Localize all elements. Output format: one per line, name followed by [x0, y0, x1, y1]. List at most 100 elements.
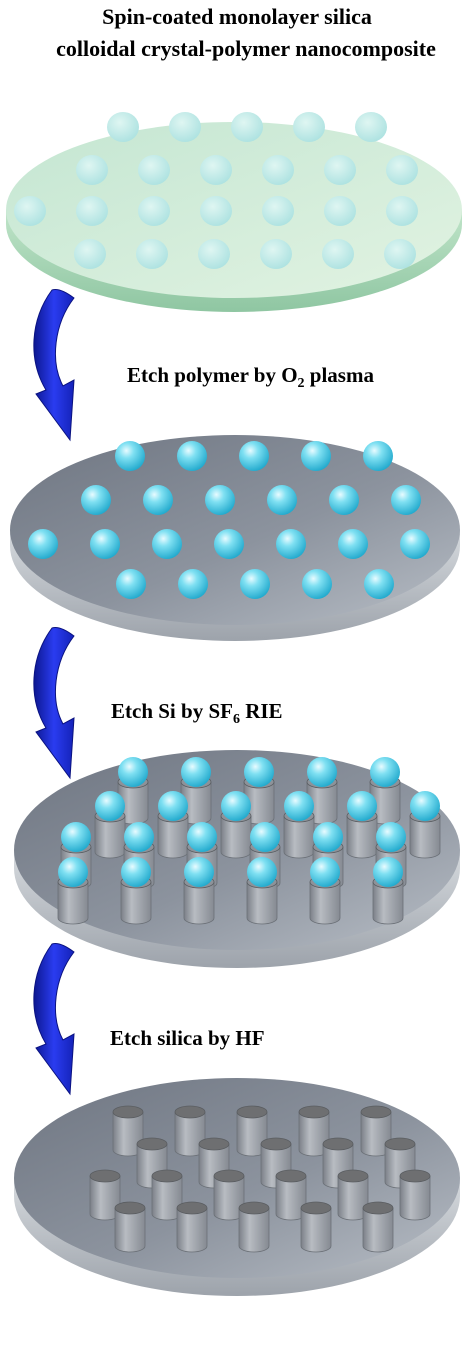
embedded-silica-sphere: [76, 196, 108, 226]
step-3-label: Etch silica by HF: [110, 1026, 265, 1050]
embedded-silica-sphere: [138, 196, 170, 226]
capped-pillar: [183, 857, 215, 925]
capped-pillar: [220, 791, 252, 859]
silica-sphere-cap: [184, 857, 214, 887]
embedded-silica-sphere: [384, 239, 416, 269]
pillar-body: [399, 1175, 431, 1221]
stage-1-nanocomposite-film: [6, 112, 462, 312]
capped-pillar: [120, 857, 152, 925]
embedded-silica-sphere: [386, 196, 418, 226]
curved-arrow-icon: [33, 627, 75, 780]
pillar-top: [322, 1137, 354, 1151]
embedded-silica-sphere: [138, 155, 170, 185]
pillar: [300, 1201, 332, 1253]
capped-pillar: [180, 757, 212, 825]
embedded-silica-sphere: [324, 155, 356, 185]
pillar: [337, 1169, 369, 1221]
pillar-top: [337, 1169, 369, 1183]
pillar-body: [57, 881, 89, 925]
step-1-label-tail: plasma: [305, 363, 375, 387]
capped-pillar: [372, 857, 404, 925]
silica-sphere-cap: [58, 857, 88, 887]
capped-pillar: [409, 791, 441, 859]
pillar-body: [300, 1207, 332, 1253]
capped-pillar: [57, 857, 89, 925]
step-1-label: Etch polymer by O2 plasma: [127, 363, 374, 391]
silica-sphere: [178, 569, 208, 599]
embedded-silica-sphere: [386, 155, 418, 185]
step-2-label-main: Etch Si by SF: [111, 699, 233, 723]
embedded-silica-sphere: [76, 155, 108, 185]
pillar-top: [399, 1169, 431, 1183]
capped-pillar: [157, 791, 189, 859]
pillar: [89, 1169, 121, 1221]
embedded-silica-sphere: [260, 239, 292, 269]
pillar: [114, 1201, 146, 1253]
embedded-silica-sphere: [14, 196, 46, 226]
pillar-body: [309, 881, 341, 925]
pillar-top: [260, 1137, 292, 1151]
silica-sphere-cap: [118, 757, 148, 787]
pillar-body: [372, 881, 404, 925]
pillar-body: [114, 1207, 146, 1253]
embedded-sphere-array: [14, 112, 418, 269]
silica-sphere: [267, 485, 297, 515]
pillar: [151, 1169, 183, 1221]
pillar: [275, 1169, 307, 1221]
silica-sphere: [239, 441, 269, 471]
pillar: [399, 1169, 431, 1221]
embedded-silica-sphere: [200, 155, 232, 185]
capped-pillar: [246, 857, 278, 925]
silica-sphere-cap: [221, 791, 251, 821]
capped-pillar: [283, 791, 315, 859]
pillar-top: [151, 1169, 183, 1183]
capped-pillar: [94, 791, 126, 859]
embedded-silica-sphere: [231, 112, 263, 142]
step-1-label-main: Etch polymer by O: [127, 363, 298, 387]
pillar-top: [236, 1105, 268, 1119]
silica-sphere: [363, 441, 393, 471]
silica-sphere: [81, 485, 111, 515]
step-3-label-main: Etch silica by HF: [110, 1026, 265, 1050]
capped-pillar-array: [57, 757, 441, 925]
pillar: [238, 1201, 270, 1253]
stage-4-bare-pillars: [14, 1078, 460, 1296]
silica-sphere-cap: [307, 757, 337, 787]
pillar-top: [360, 1105, 392, 1119]
silica-sphere-cap: [187, 822, 217, 852]
silica-sphere: [276, 529, 306, 559]
pillar-body: [183, 881, 215, 925]
embedded-silica-sphere: [200, 196, 232, 226]
pillar: [174, 1105, 206, 1157]
embedded-silica-sphere: [262, 196, 294, 226]
pillar-top: [89, 1169, 121, 1183]
bare-pillar-array: [89, 1105, 431, 1253]
pillar-body: [120, 881, 152, 925]
title-line-2: colloidal crystal-polymer nanocomposite: [56, 36, 436, 61]
silica-sphere-cap: [370, 757, 400, 787]
silica-sphere: [143, 485, 173, 515]
embedded-silica-sphere: [293, 112, 325, 142]
silica-sphere-cap: [95, 791, 125, 821]
capped-pillar: [346, 791, 378, 859]
silica-sphere-cap: [121, 857, 151, 887]
silica-sphere: [364, 569, 394, 599]
pillar-body: [362, 1207, 394, 1253]
silica-sphere-cap: [376, 822, 406, 852]
silica-sphere: [302, 569, 332, 599]
pillar-top: [298, 1105, 330, 1119]
silica-sphere-cap: [313, 822, 343, 852]
wafer-top: [10, 435, 460, 625]
pillar-body: [238, 1207, 270, 1253]
embedded-silica-sphere: [355, 112, 387, 142]
step-2-label-sub: 6: [233, 712, 240, 727]
embedded-silica-sphere: [262, 155, 294, 185]
silica-sphere-cap: [181, 757, 211, 787]
silica-sphere: [205, 485, 235, 515]
arrow-2: [33, 627, 75, 780]
silica-sphere: [391, 485, 421, 515]
silica-sphere-cap: [61, 822, 91, 852]
silica-sphere-cap: [373, 857, 403, 887]
embedded-silica-sphere: [169, 112, 201, 142]
